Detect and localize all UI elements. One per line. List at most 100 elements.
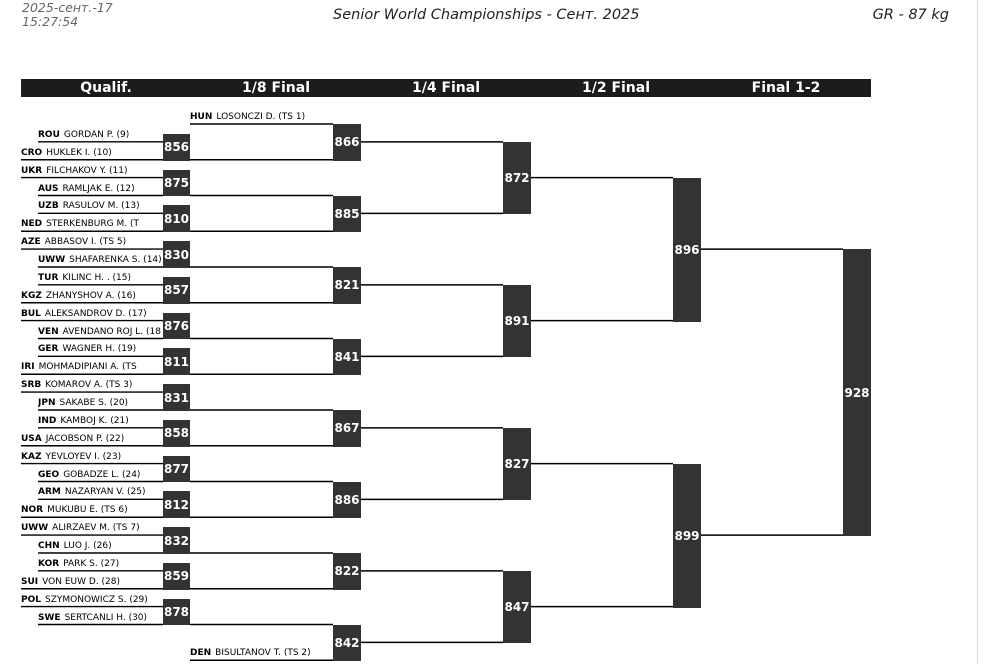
athlete-nation: SRB [21,380,42,391]
athlete-name: HUKLEK I. (10) [46,147,112,158]
bout-number: 832 [163,533,190,548]
bout-number: 858 [163,426,190,441]
bout-number-box: 896 [673,177,701,322]
athlete-name: ALEKSANDROV D. (17) [44,308,147,319]
bout-number-box: 928 [843,249,871,537]
bout-number: 867 [334,421,360,436]
athlete-name: FILCHAKOV Y. (11) [46,165,128,176]
athlete-name: ABBASOV I. (TS 5) [44,237,127,248]
bout-number: 811 [163,354,190,369]
athlete-nation: CRO [21,147,43,158]
bout-number-box: 811 [163,348,190,376]
bout-number: 886 [334,492,360,507]
athlete-name: LOSONCZI D. (TS 1) [216,112,306,122]
bout-number-box: 847 [503,570,531,644]
athlete-name: ZHANYSHOV A. (16) [45,290,136,301]
athlete-name: YEVLOYEV I. (23) [45,451,122,462]
bout-number-box: 859 [163,562,190,590]
athlete-name: KOMAROV A. (TS 3) [45,380,133,391]
athlete-nation: AZE [21,237,41,248]
bout-number: 830 [163,247,190,262]
bout-number-box: 885 [333,195,361,233]
athlete-name: STERKENBURG M. (T [46,219,139,230]
bout-number: 841 [334,349,360,364]
round-header-1-4-final: 1/4 Final [411,80,481,96]
athlete-nation: DEN [190,648,212,659]
athlete-name: SAKABE S. (20) [59,398,129,408]
bout-number: 857 [163,283,190,298]
athlete-name: RASULOV M. (13) [62,201,140,212]
bout-number: 812 [163,497,190,512]
athlete-name: RAMLJAK E. (12) [62,183,135,194]
athlete-nation: GEO [38,469,60,480]
athlete-nation: NOR [21,505,44,516]
athlete-name: BISULTANOV T. (TS 2) [215,648,311,659]
bout-number-box: 812 [163,491,190,519]
athlete-nation: SUI [21,576,39,587]
athlete-nation: SWE [38,612,61,623]
athlete-name: SZYMONOWICZ S. (29) [44,594,148,605]
bout-number-box: 872 [503,141,531,215]
bout-number: 878 [163,605,190,620]
athlete-nation: POL [21,594,41,605]
bout-number: 899 [674,528,700,543]
bout-number-box: 810 [163,205,190,233]
bout-number: 875 [163,176,190,191]
bout-number: 877 [163,462,190,477]
bout-number-box: 891 [503,284,531,358]
bout-number: 831 [163,390,190,405]
bout-number-box: 841 [333,338,361,376]
bout-number: 859 [163,569,190,584]
athlete-name: KILINC H. . (15) [62,272,132,283]
print-datetime: 2025-сент.-17 15:27:54 [22,1,113,29]
athlete-name: WAGNER H. (19) [62,344,137,355]
athlete-nation: UWW [21,523,49,534]
bout-number: 827 [504,457,530,472]
athlete-nation: TUR [38,272,59,283]
bout-number-box: 886 [333,481,361,519]
bout-number-box: 822 [333,553,361,590]
bout-number-box: 832 [163,527,190,554]
athlete-name: SERTCANLI H. (30) [64,612,148,623]
print-time: 15:27:54 [22,14,79,29]
bout-number-box: 875 [163,169,190,197]
athlete-name: PARK S. (27) [63,558,120,569]
athlete-nation: ARM [38,487,61,498]
bout-number-box: 856 [163,133,190,161]
bout-number: 847 [504,600,530,615]
athlete-nation: AUS [38,183,59,194]
athlete-nation: HUN [190,112,213,122]
round-header-final: Final 1-2 [751,80,821,96]
bout-number: 891 [504,314,530,329]
athlete-name: LUO J. (26) [63,541,112,551]
bout-number: 928 [844,385,870,400]
bout-number: 810 [163,211,190,226]
bout-number-box: 866 [333,124,361,161]
bout-number-box: 857 [163,276,190,304]
bout-number-box: 827 [503,427,531,501]
bout-number: 872 [504,171,530,186]
event-title: Senior World Championships - Сент. 2025 [333,7,640,23]
